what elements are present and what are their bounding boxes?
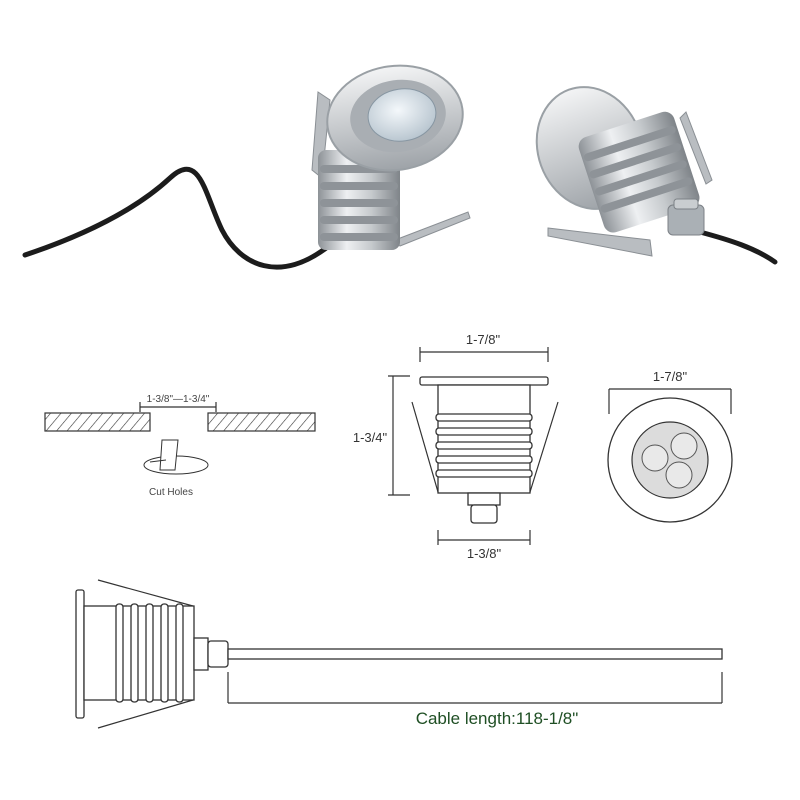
cable-length-diagram: Cable length:118-1/8" [75,579,723,729]
led-2 [670,432,698,460]
cut-hole-range-label: 1-3/8"—1-3/4" [147,394,210,405]
cable-back [697,229,778,265]
product-photo-front [22,64,471,270]
spring-clip-right [394,211,471,247]
side-view-diagram: 1-7/8" 1-3/4" 1-3/8" [353,332,559,561]
cable-view-clip-top [97,579,194,607]
hatched-panel-right [207,412,316,432]
front-width-label: 1-7/8" [653,369,688,384]
cut-holes-label: Cut Holes [149,487,193,498]
bottom-width-label: 1-3/8" [467,546,502,561]
cable-view-gland [193,637,209,671]
cut-hole-diagram: 1-3/8"—1-3/4" Cut Holes [44,394,316,498]
led-1 [641,444,669,472]
cable-line [227,648,723,660]
product-photo-back [535,86,778,265]
spring-clip-back-left [547,227,653,257]
spring-clip-back-right [679,111,713,185]
side-view-gland [467,492,501,506]
cable-view-flange [75,589,85,719]
led-3 [665,461,693,489]
lens [367,88,437,142]
cable-length-label: Cable length:118-1/8" [416,709,579,728]
top-width-label: 1-7/8" [466,332,501,347]
front-view-diagram: 1-7/8" [607,369,733,523]
hatched-panel-left [44,412,151,432]
height-label: 1-3/4" [353,430,388,445]
side-view-flange [419,376,549,386]
cable-view-clip-bottom [97,699,194,729]
hole-sketch [143,439,209,475]
threaded-body-front [318,150,400,250]
cable-gland-back [667,198,705,236]
cable-front [22,166,333,270]
threaded-body-back [578,111,700,233]
